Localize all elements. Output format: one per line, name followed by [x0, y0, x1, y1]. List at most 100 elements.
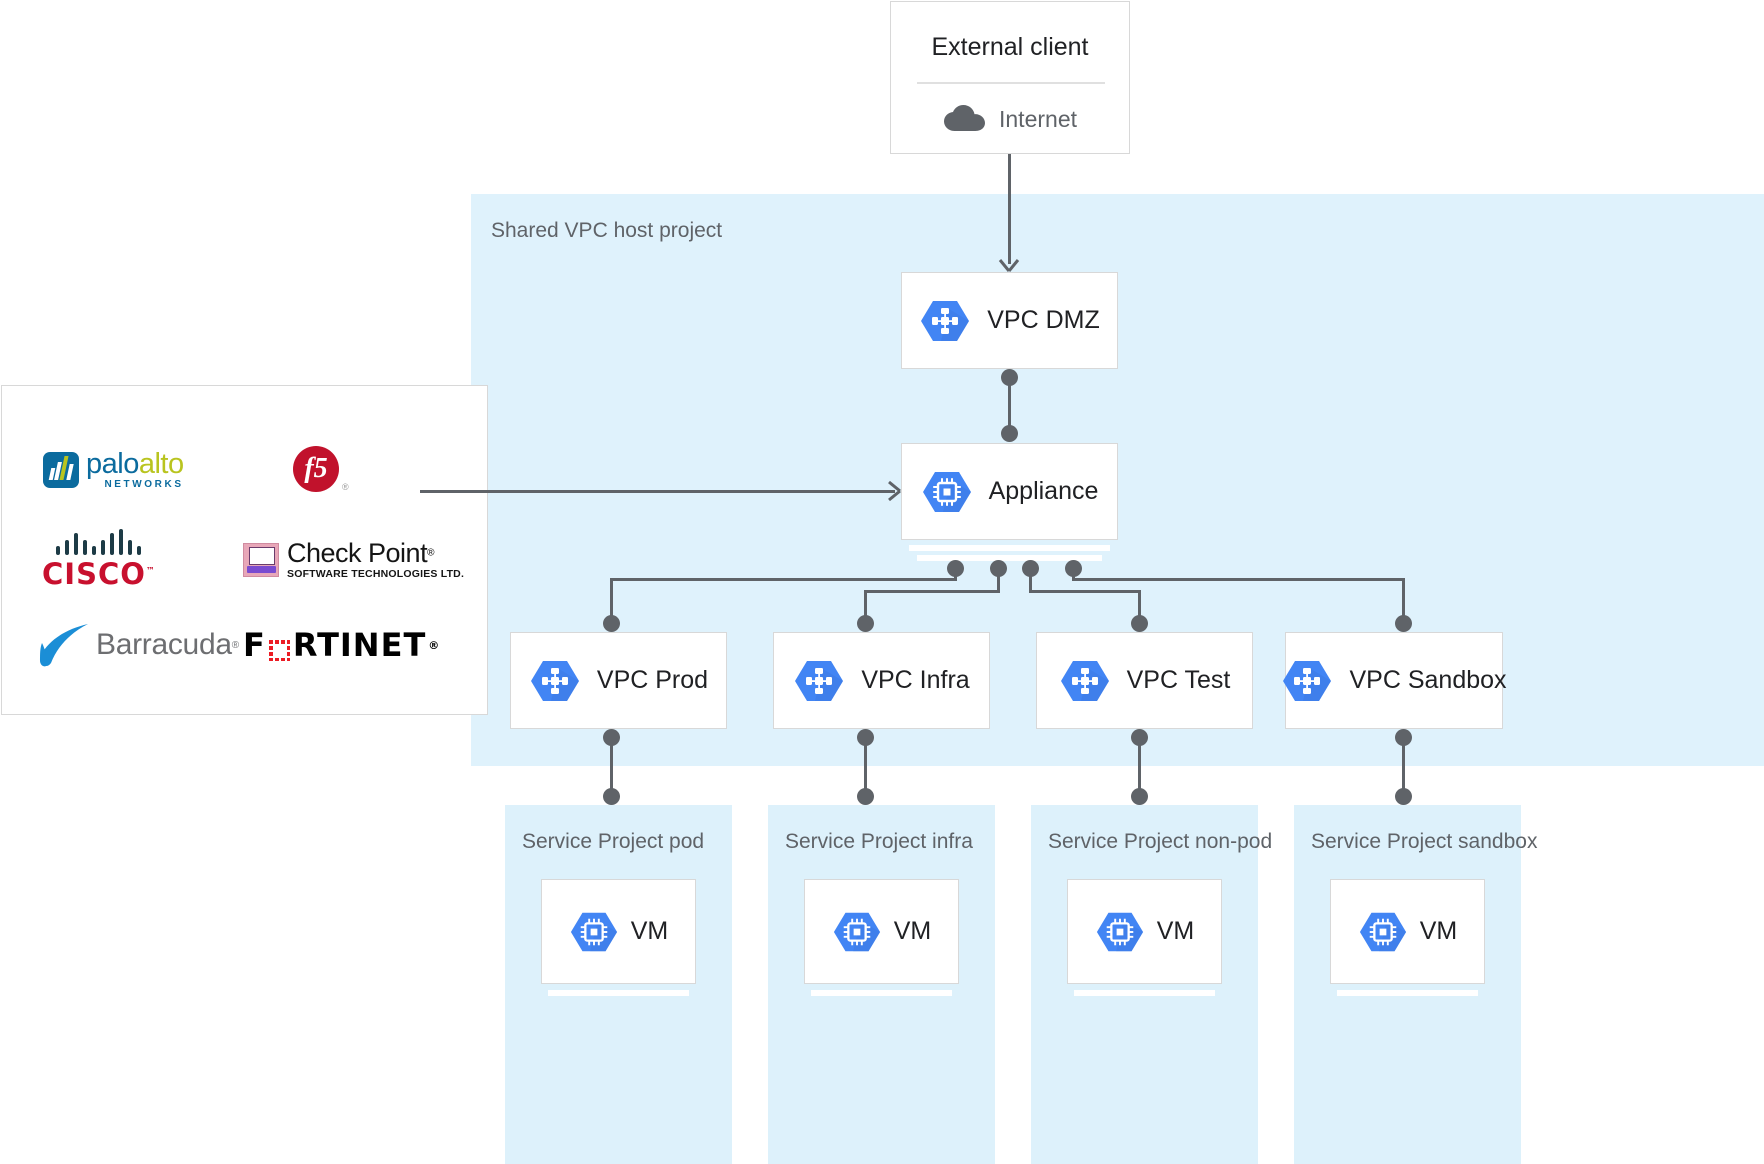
- check-point-wordmark: Check Point: [287, 538, 428, 569]
- connector-client-to-dmz: [1008, 154, 1011, 264]
- vm-label-non-pod: VM: [1156, 917, 1195, 945]
- service-project-pod-title: Service Project pod: [522, 830, 705, 853]
- connector-infra-to-svc: [864, 737, 867, 802]
- vpc-icon: [919, 295, 971, 347]
- barracuda-registered-mark: ®: [231, 639, 240, 651]
- connector-dot-svcinfra-top: [857, 788, 874, 805]
- vpc-infra-label: VPC Infra: [861, 666, 970, 694]
- connector-sandbox-to-svc: [1402, 737, 1405, 802]
- connector-appliance-to-sandbox-h: [1072, 578, 1405, 581]
- cisco-wordmark: CISCO™: [42, 557, 156, 591]
- connector-appliance-to-test-h: [1029, 590, 1141, 593]
- appliance-card: Appliance: [901, 443, 1118, 540]
- appliance-chip-icon: [921, 466, 973, 518]
- vm-chip-icon: [1095, 907, 1145, 957]
- internet-label: Internet: [999, 105, 1077, 132]
- palo-alto-word1: palo: [86, 448, 139, 480]
- vpc-icon: [1059, 655, 1111, 707]
- check-point-registered-mark: ®: [427, 547, 435, 559]
- vpc-dmz-card: VPC DMZ: [901, 272, 1118, 369]
- vpc-prod-label: VPC Prod: [596, 666, 709, 694]
- fortinet-registered-mark: ®: [428, 638, 441, 652]
- vm-label-sandbox: VM: [1419, 917, 1458, 945]
- vm-chip-icon: [569, 907, 619, 957]
- connector-appliance-to-sandbox-v1: [1072, 568, 1075, 580]
- vm-label-pod: VM: [630, 917, 669, 945]
- service-project-pod-panel: [505, 805, 732, 1164]
- vpc-test-label: VPC Test: [1126, 666, 1231, 694]
- cisco-tm: ™: [145, 566, 156, 577]
- vpc-icon: [1281, 655, 1333, 707]
- vendor-logo-barracuda: Barracuda®: [38, 620, 258, 670]
- connector-appliance-to-prod-h: [610, 578, 957, 581]
- arrowhead-client-to-dmz: [998, 250, 1020, 277]
- connector-appliance-to-prod-v2: [610, 578, 613, 623]
- check-point-subtitle: SOFTWARE TECHNOLOGIES LTD.: [287, 568, 465, 581]
- connector-appliance-to-prod-v1: [954, 568, 957, 580]
- vpc-sandbox-card: VPC Sandbox: [1283, 632, 1507, 729]
- vm-card-pod: VM: [541, 879, 696, 984]
- connector-dmz-to-appliance: [1008, 377, 1011, 439]
- vm-card-infra: VM: [804, 879, 959, 984]
- connector-appliance-to-infra-v1: [997, 568, 1000, 592]
- cisco-bars-icon: [56, 529, 142, 555]
- connector-prod-to-svc: [610, 737, 613, 802]
- shared-vpc-host-project-label: Shared VPC host project: [491, 219, 723, 242]
- service-project-non-pod-title: Service Project non-pod: [1048, 830, 1273, 853]
- f5-mark-icon: f5: [293, 446, 339, 492]
- vendor-logo-palo-alto: paloalto NETWORKS: [43, 443, 243, 497]
- external-client-network-row: Internet: [891, 105, 1129, 133]
- appliance-stack-line-2: [917, 555, 1102, 561]
- connector-dot-sandbox-top: [1395, 615, 1412, 632]
- connector-appliance-to-infra-h: [864, 590, 1000, 593]
- connector-dot-svcsandbox-top: [1395, 788, 1412, 805]
- external-client-divider: [917, 82, 1105, 84]
- vpc-sandbox-label: VPC Sandbox: [1349, 666, 1507, 694]
- vm-infra-stack-line: [811, 990, 952, 996]
- vendor-logo-cisco: CISCO™: [42, 529, 192, 591]
- connector-vendors-to-appliance: [420, 490, 895, 493]
- service-project-sandbox-title: Service Project sandbox: [1311, 830, 1538, 853]
- vm-card-non-pod: VM: [1067, 879, 1222, 984]
- vendor-logo-fortinet: F RTINET®: [243, 622, 473, 668]
- external-client-title: External client: [931, 33, 1089, 61]
- palo-alto-word2: alto: [138, 448, 184, 480]
- connector-dot-infra-top: [857, 615, 874, 632]
- vpc-dmz-label: VPC DMZ: [987, 306, 1100, 334]
- barracuda-wordmark: Barracuda: [96, 628, 232, 661]
- service-project-sandbox-panel: [1294, 805, 1521, 1164]
- vm-non-pod-stack-line: [1074, 990, 1215, 996]
- vm-pod-stack-line: [548, 990, 689, 996]
- check-point-mark-icon: [243, 543, 279, 577]
- connector-appliance-to-sandbox-v2: [1402, 578, 1405, 623]
- cloud-icon: [943, 105, 985, 133]
- connector-appliance-to-infra-v2: [864, 590, 867, 623]
- vpc-icon: [793, 655, 845, 707]
- vm-chip-icon: [832, 907, 882, 957]
- vm-sandbox-stack-line: [1337, 990, 1478, 996]
- service-project-infra-panel: [768, 805, 995, 1164]
- connector-appliance-to-test-v1: [1029, 568, 1032, 592]
- connector-dot-svcnonpod-top: [1131, 788, 1148, 805]
- vpc-icon: [529, 655, 581, 707]
- vm-label-infra: VM: [893, 917, 932, 945]
- f5-registered-mark: ®: [342, 482, 349, 492]
- palo-alto-mark-icon: [43, 452, 79, 488]
- connector-dot-prod-top: [603, 615, 620, 632]
- vendor-logo-f5: f5 ®: [293, 442, 413, 496]
- vm-card-sandbox: VM: [1330, 879, 1485, 984]
- fortinet-dotted-o-icon: [267, 633, 292, 661]
- palo-alto-subtitle: NETWORKS: [104, 479, 184, 490]
- service-project-infra-title: Service Project infra: [785, 830, 973, 853]
- connector-dot-test-top: [1131, 615, 1148, 632]
- connector-test-to-svc: [1138, 737, 1141, 802]
- appliance-stack-line-1: [909, 545, 1110, 551]
- arrowhead-vendors-to-appliance: [879, 480, 901, 507]
- connector-appliance-to-test-v2: [1138, 590, 1141, 623]
- barracuda-fin-icon: [38, 623, 90, 667]
- fortinet-wordmark: F RTINET®: [243, 626, 441, 664]
- connector-dot-svcpod-top: [603, 788, 620, 805]
- appliance-label: Appliance: [988, 477, 1099, 505]
- external-client-card: External client Internet: [890, 1, 1130, 154]
- vm-chip-icon: [1358, 907, 1408, 957]
